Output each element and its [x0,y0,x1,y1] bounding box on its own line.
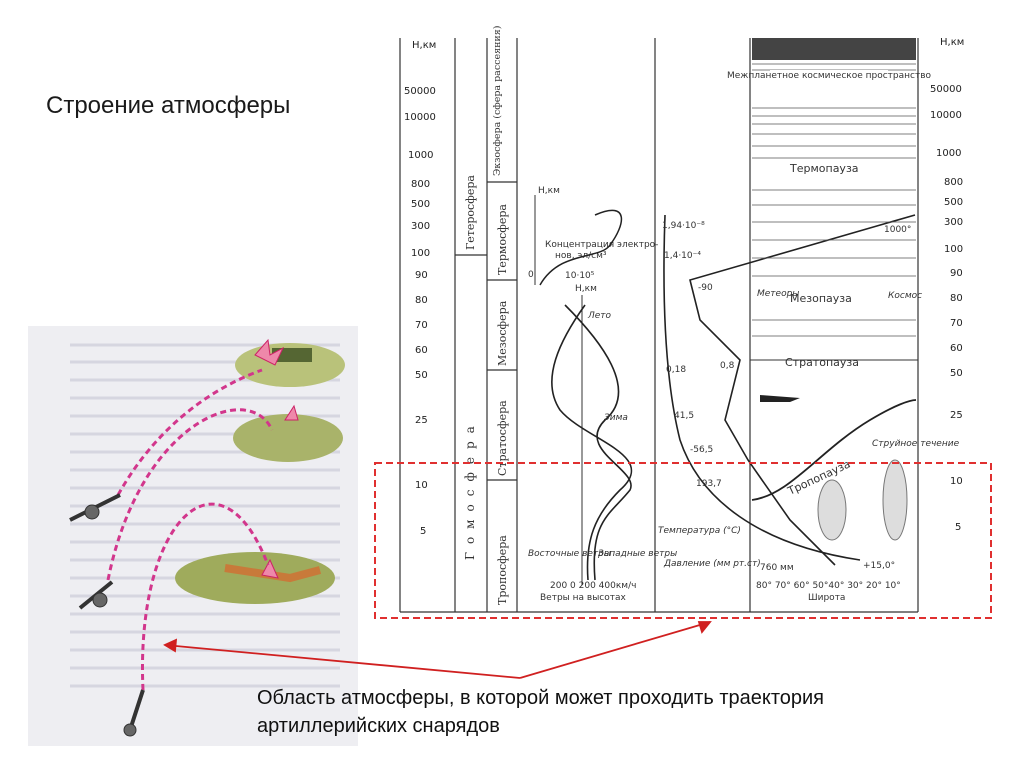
sky-mesopause: Мезопауза [790,292,852,305]
pressure-label: Давление (мм рт.ст) [663,559,761,569]
scale-label: 80 [415,295,428,306]
temp-value: 1,94·10⁻⁸ [662,221,705,231]
sky-cosmic: Космос [888,291,922,301]
layer-heterosphere: Гетеросфера [464,175,477,250]
scale-label: 300 [944,217,963,228]
scale-header-right: Н,км [940,37,964,48]
scale-label: 10000 [404,112,436,123]
sky-meteor: Метеоры [757,289,799,299]
layer-troposphere: Тропосфера [496,535,509,605]
scale-label: 1000 [936,148,961,159]
sky-pressure760: 760 мм [760,563,794,573]
sky-space: Межпланетное космическое пространство [727,71,932,81]
ion-axis-top: Н,км [538,186,560,196]
scale-label: 50000 [404,86,436,97]
scale-label: 10 [950,476,963,487]
scale-label: 800 [411,179,430,190]
layer-homosphere: Гомосфера [463,418,477,560]
ion-label-1: Концентрация электро- [545,240,658,250]
scale-label: 70 [415,320,428,331]
temp-value: 0,8 [720,361,735,371]
sky-lat-ticks: 80° 70° 60° 50°40° 30° 20° 10° [756,581,901,591]
caption-line-2: артиллерийских снарядов [257,715,500,737]
scale-label: 5 [420,526,426,537]
temp-value: -90 [698,283,713,293]
caption: Область атмосферы, в которой может прохо… [257,684,1017,740]
height-scale-left: Н,км 50000 10000 1000 800 500 300 100 90… [404,40,436,537]
temp-value: 1,4·10⁻⁴ [664,251,701,261]
scale-label: 25 [415,415,428,426]
scale-label: 10000 [930,110,962,121]
scale-label: 100 [411,248,430,259]
wind-east: Восточные ветры [528,549,611,559]
chart-frame [399,38,919,613]
layer-labels: Гетеросфера Гомосфера Экзосфера (сфера р… [463,26,509,605]
temperature-panel: 1,94·10⁻⁸ 1,4·10⁻⁴ -90 0,18 0,8 41,5 -56… [658,214,916,569]
scale-label: 500 [944,197,963,208]
sky-thermopause: Термопауза [789,162,859,175]
scale-label: 60 [415,345,428,356]
height-scale-right: Н,км 50000 10000 1000 800 500 300 100 90… [930,37,964,533]
scale-label: 25 [950,410,963,421]
wind-axis-top: Н,км [575,284,597,294]
layer-stratosphere: Стратосфера [496,400,509,476]
scale-label: 60 [950,343,963,354]
scale-label: 70 [950,318,963,329]
ion-axis-zero: 0 [528,270,534,280]
scale-label: 50 [415,370,428,381]
temp-value: 193,7 [696,479,722,489]
caption-line-1: Область атмосферы, в которой может прохо… [257,687,825,709]
ion-axis-scale: 10·10⁵ [565,271,595,281]
scale-label: 1000 [408,150,433,161]
artillery-illustration [28,326,358,746]
scale-label: 90 [950,268,963,279]
sky-temp15: +15,0° [863,561,895,571]
sky-stratopause: Стратопауза [785,356,859,369]
scale-label: 50 [950,368,963,379]
wind-west: Западные ветры [598,549,677,559]
wind-footer: Ветры на высотах [540,593,627,603]
scale-label: 80 [950,293,963,304]
winds-panel: Н,км Концентрация электро- нов, эл/см³ 0… [528,186,677,603]
sky-jet: Струйное течение [872,439,960,449]
scale-label: 800 [944,177,963,188]
temp-label: Температура (°С) [658,526,741,536]
scale-label: 90 [415,270,428,281]
layer-exosphere: Экзосфера (сфера рассеяния) [492,26,503,176]
layer-mesosphere: Мезосфера [496,300,509,366]
troposphere-highlight-box [374,462,992,619]
wind-summer: Лето [587,311,612,321]
scale-label: 100 [944,244,963,255]
temp-value: 41,5 [674,411,694,421]
scale-header-left: Н,км [412,40,436,51]
sky-panel: Межпланетное космическое пространство Те… [727,38,960,603]
scale-label: 10 [415,480,428,491]
sky-temp1000: 1000° [884,225,911,235]
temp-value: 0,18 [666,365,686,375]
pointer-arrows [163,621,712,679]
sky-lat-label: Широта [808,593,845,603]
scale-label: 500 [411,199,430,210]
temp-value: -56,5 [690,445,713,455]
slide-title: Строение атмосферы [46,92,291,119]
layer-thermosphere: Термосфера [496,204,509,275]
scale-label: 300 [411,221,430,232]
ion-label-2: нов, эл/см³ [555,251,607,261]
wind-ticks: 200 0 200 400км/ч [550,581,636,591]
scale-label: 50000 [930,84,962,95]
wind-winter: Зима [604,413,628,423]
scale-label: 5 [955,522,961,533]
